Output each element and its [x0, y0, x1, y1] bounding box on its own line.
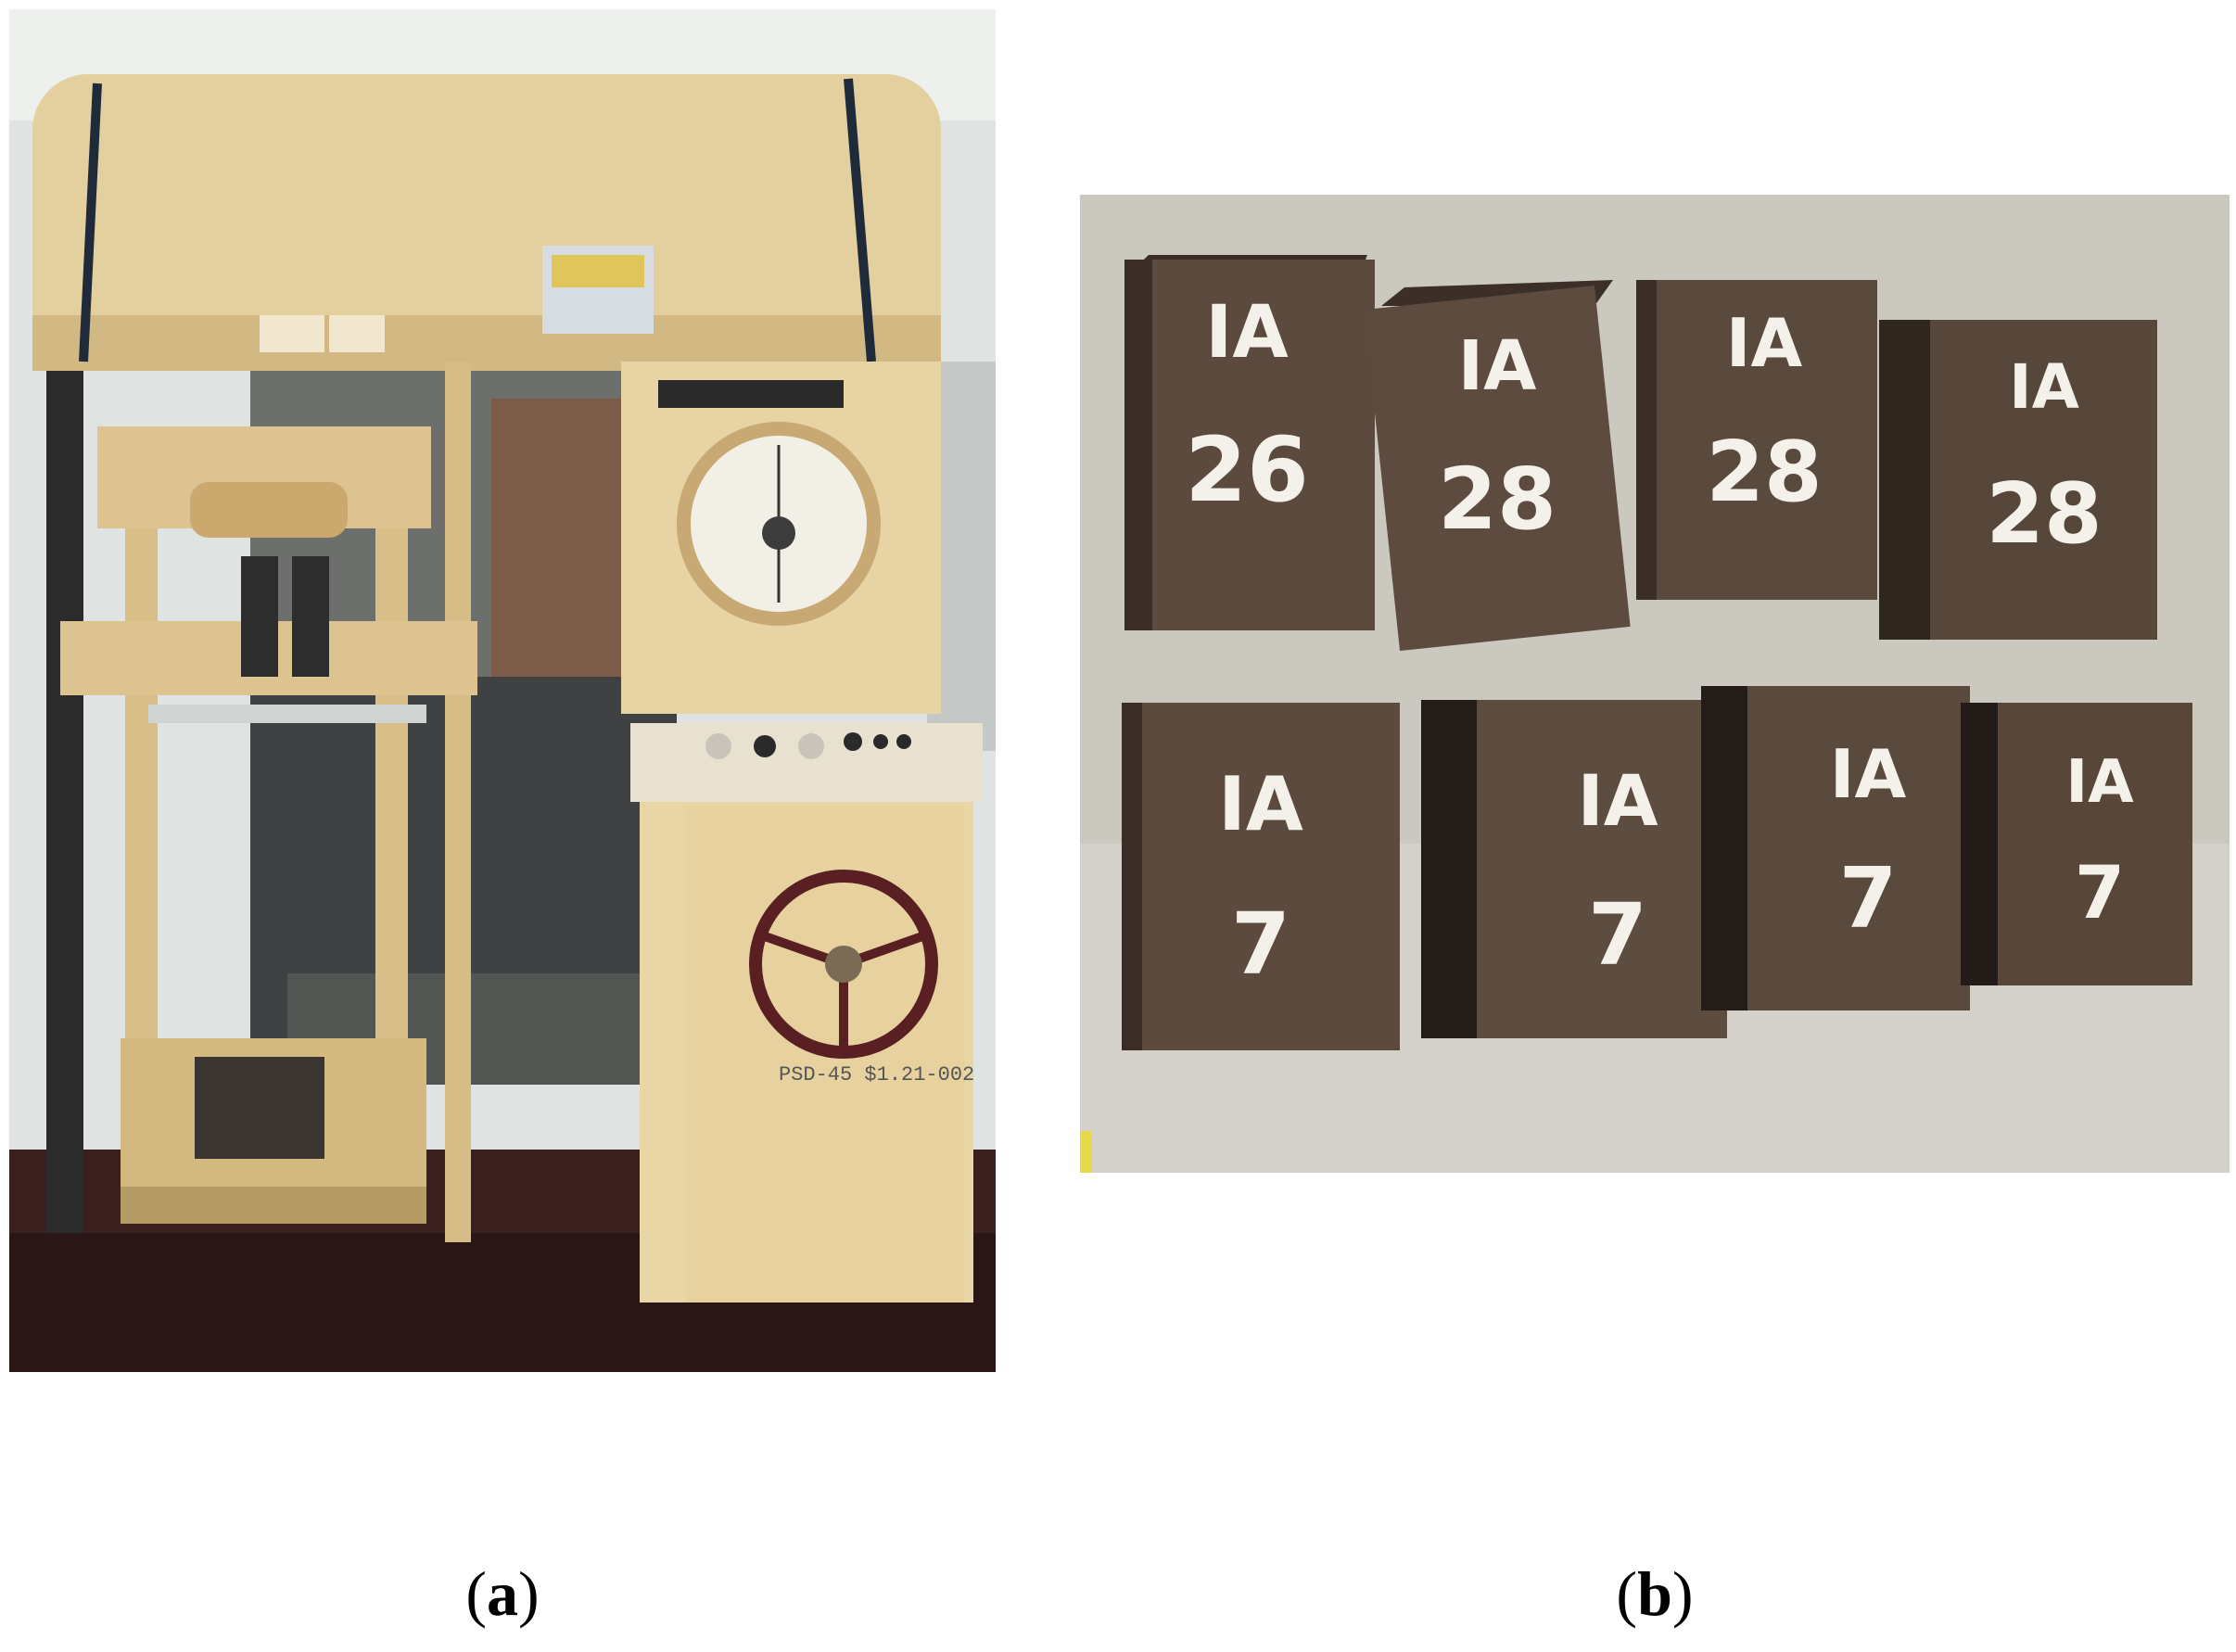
cube-label-line2: 7: [2075, 852, 2125, 935]
cube-label-line2: 28: [1986, 465, 2102, 563]
cube-top-1: IA 26: [1124, 255, 1375, 630]
cube-label-line1: IA: [1205, 291, 1288, 375]
cube-top-2: IA 28: [1364, 280, 1631, 652]
caption-a: (a): [465, 1557, 539, 1631]
caption-a-open: (: [465, 1558, 487, 1629]
cube-label-line2: 28: [1706, 424, 1822, 521]
cube-label-line1: IA: [2065, 748, 2134, 817]
testing-machine-illustration: PSD-45 $1.21-002: [9, 9, 996, 1372]
cube-label-line1: IA: [1458, 326, 1537, 406]
caption-a-letter: a: [487, 1558, 518, 1629]
cube-bottom-1: IA 7: [1122, 703, 1400, 1050]
cube-specimens-illustration: IA 26 IA 28 IA 28 IA 28 IA 7: [1080, 195, 2230, 1173]
cube-top-3: IA 28: [1636, 280, 1877, 600]
caption-b-letter: b: [1637, 1558, 1672, 1629]
cube-bottom-3: IA 7: [1701, 686, 1970, 1010]
cube-bottom-2: IA 7: [1421, 700, 1727, 1038]
cube-label-line2: 26: [1185, 418, 1309, 522]
cube-label-line1: IA: [1830, 735, 1907, 813]
caption-b: (b): [1616, 1557, 1693, 1631]
cube-top-4: IA 28: [1879, 320, 2157, 640]
cube-label-line2: 28: [1438, 450, 1556, 549]
cube-label-line1: IA: [1726, 304, 1803, 382]
caption-a-close: ): [518, 1558, 540, 1629]
testing-machine-photo: PSD-45 $1.21-002: [9, 9, 996, 1372]
cube-label-line1: IA: [2009, 351, 2079, 423]
cube-label-line2: 7: [1588, 885, 1647, 985]
caption-b-open: (: [1616, 1558, 1638, 1629]
caption-b-close: ): [1671, 1558, 1694, 1629]
cube-label-line1: IA: [1577, 759, 1658, 842]
cube-label-line2: 7: [1839, 850, 1898, 947]
cube-label-line1: IA: [1218, 761, 1303, 847]
cube-bottom-4: IA 7: [1961, 703, 2192, 985]
cube-label-line2: 7: [1231, 895, 1290, 994]
cube-specimens-photo: IA 26 IA 28 IA 28 IA 28 IA 7: [1080, 195, 2230, 1173]
machine-nameplate: PSD-45 $1.21-002: [779, 1063, 974, 1087]
